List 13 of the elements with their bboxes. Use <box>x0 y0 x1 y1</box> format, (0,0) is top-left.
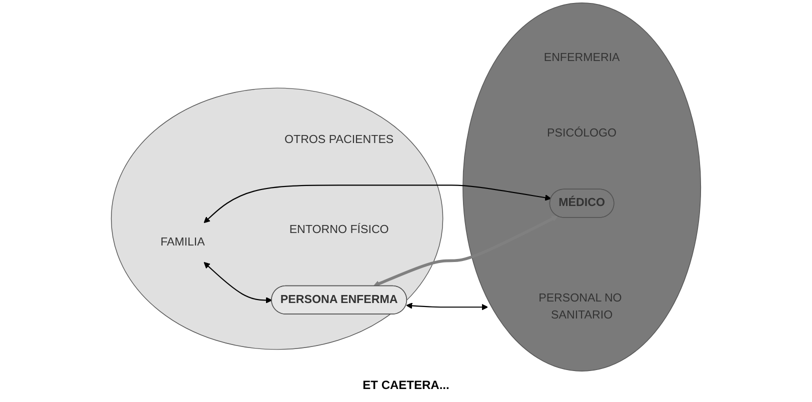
arrow <box>204 184 552 224</box>
cluster <box>110 88 444 350</box>
node-text: PSICÓLOGO <box>547 126 617 140</box>
arrow <box>204 262 272 304</box>
cluster <box>462 2 702 372</box>
node-text: OTROS PACIENTES <box>284 134 394 146</box>
node-text: PERSONAL NO SANITARIO <box>538 292 622 322</box>
node-text: FAMILIA <box>160 236 205 248</box>
arrow <box>406 302 488 310</box>
node-text: ENTORNO FÍSICO <box>289 224 389 236</box>
note-text: ET CAETERA... <box>362 378 450 392</box>
arrow <box>373 216 558 287</box>
node-text: ENFERMERIA <box>544 52 620 64</box>
